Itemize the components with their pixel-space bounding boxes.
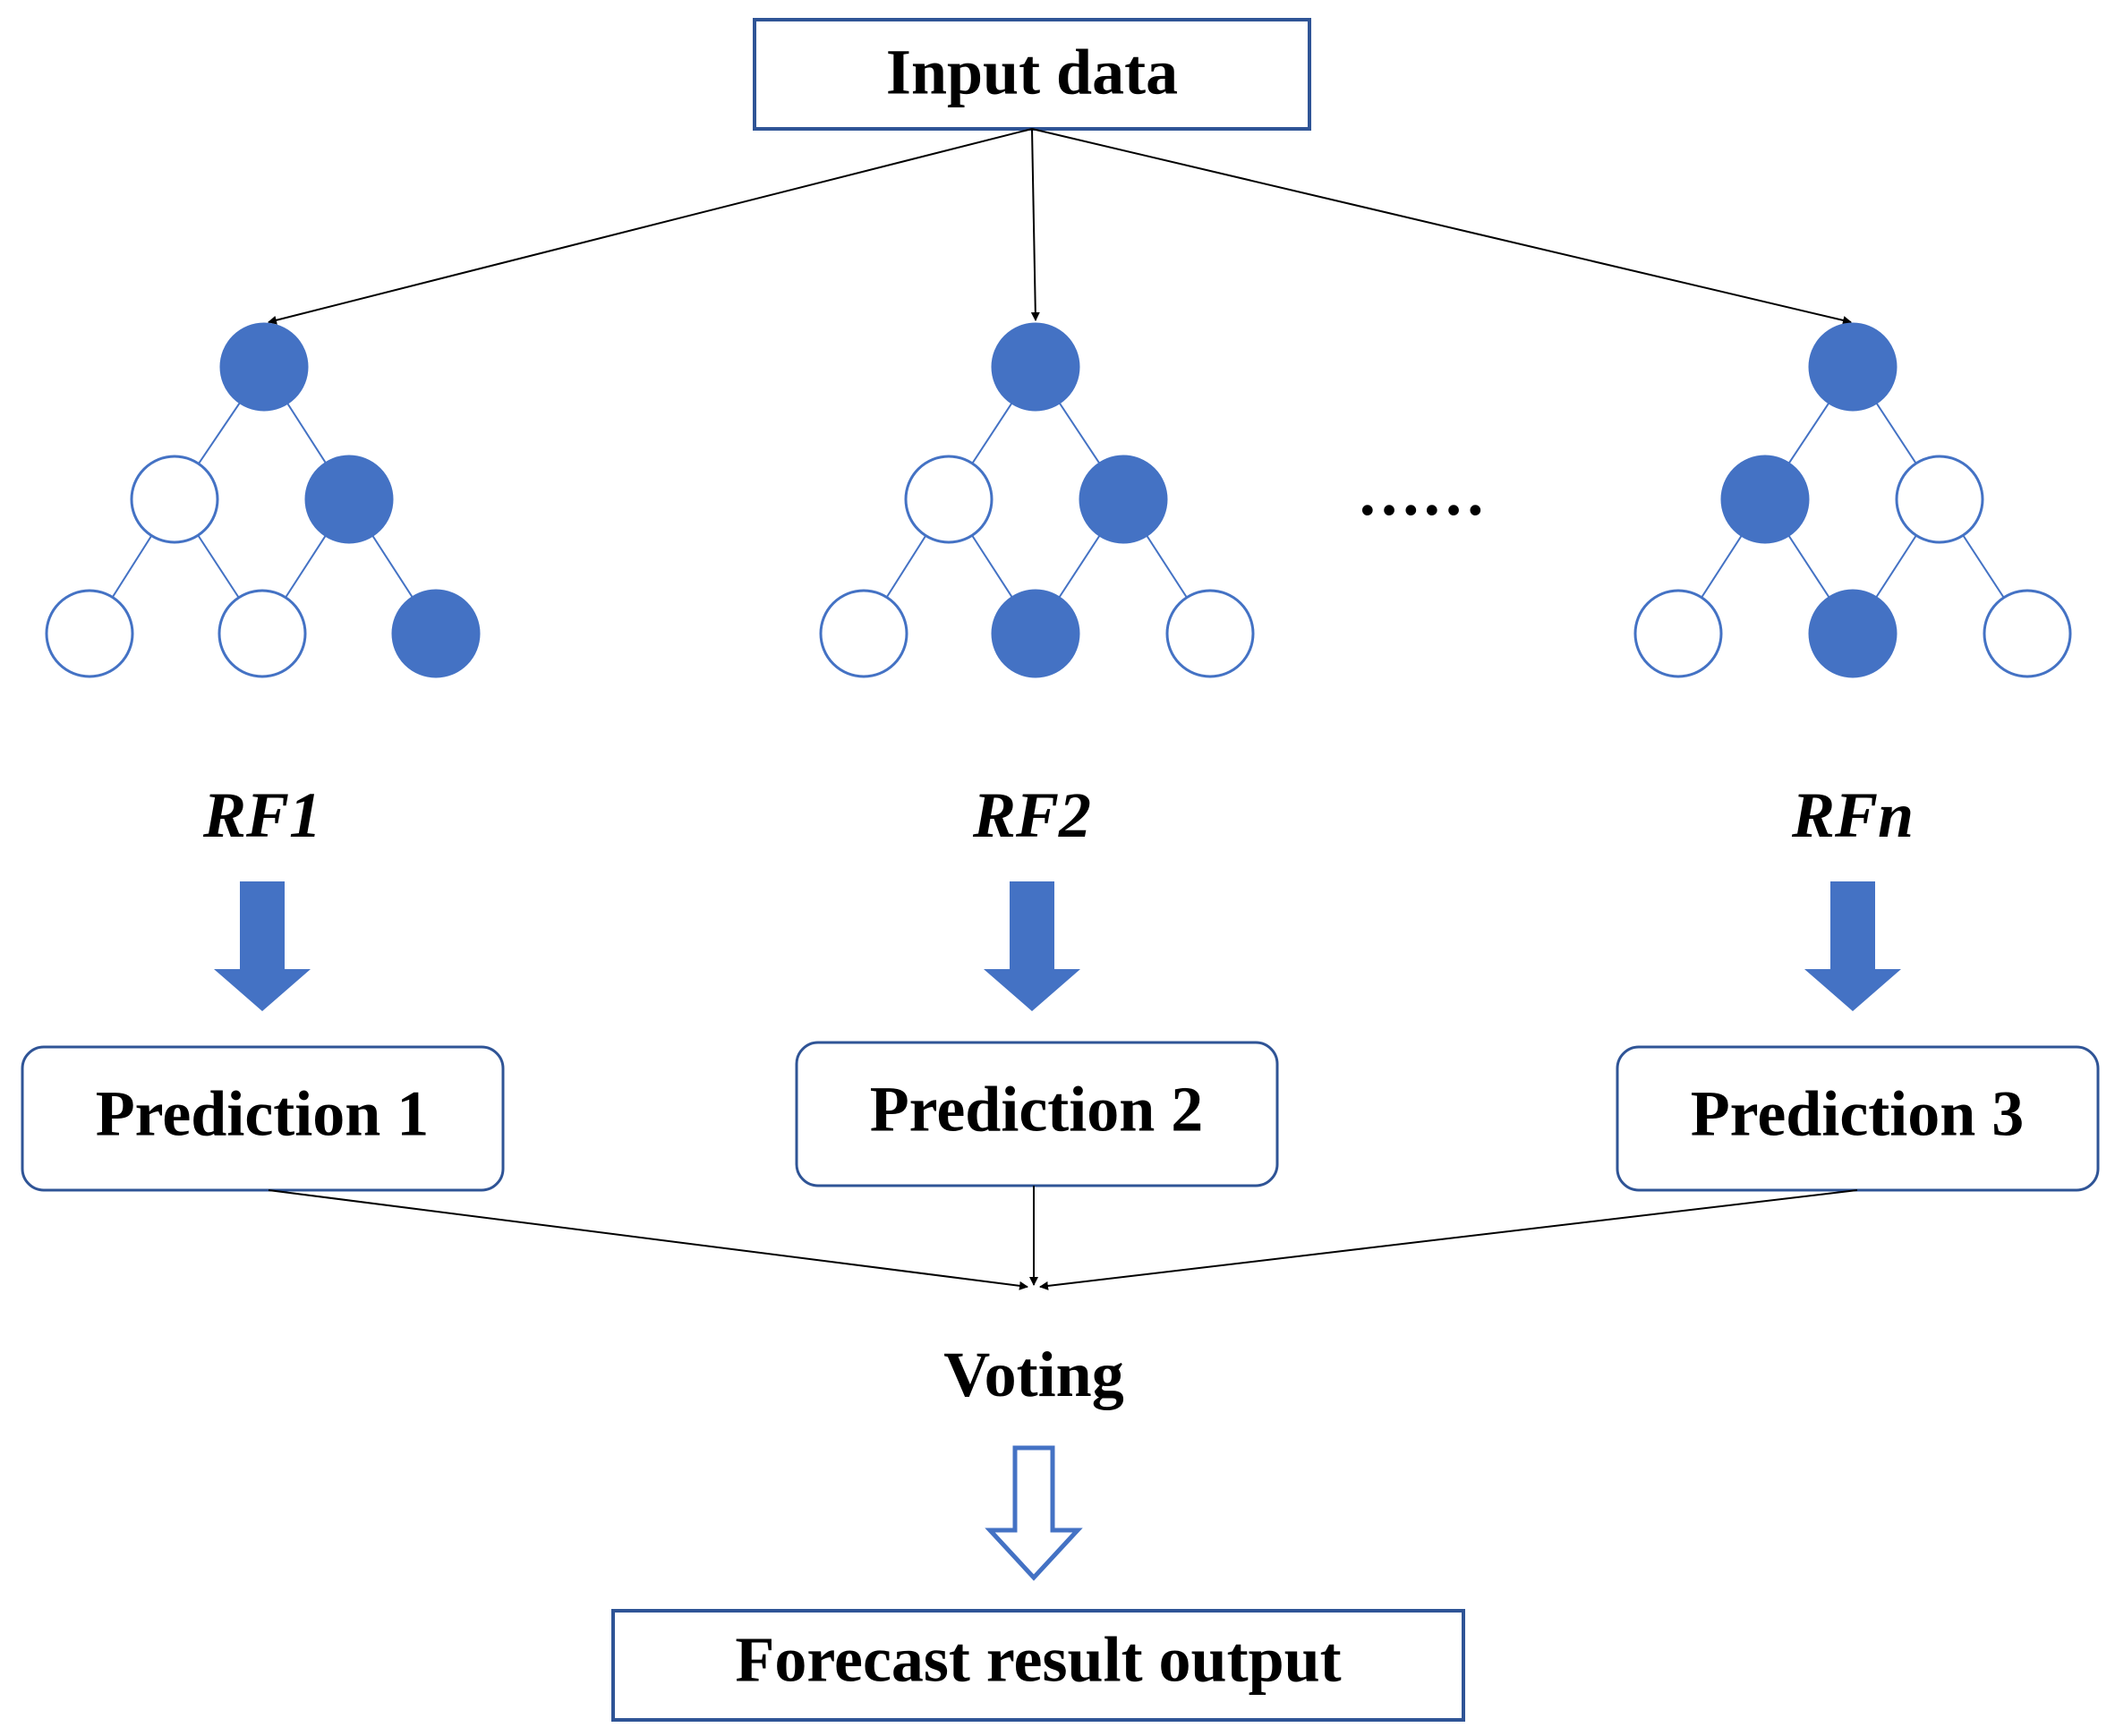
- prediction-label-1: Prediction 1: [96, 1078, 430, 1150]
- connector-pred1-voting: [268, 1189, 1028, 1290]
- tree-node-empty: [130, 455, 219, 544]
- ellipsis-text: ……: [1357, 457, 1486, 529]
- tree-node-filled: [991, 589, 1080, 678]
- input-connectors: [268, 128, 1852, 325]
- tree-node-filled: [1808, 589, 1898, 678]
- tree-label-rf2: RF2: [972, 779, 1091, 851]
- prediction-box-3: Prediction 3: [1616, 1045, 2100, 1192]
- connector-to-rfn: [1031, 128, 1852, 325]
- prediction-label-2: Prediction 2: [870, 1074, 1204, 1145]
- down-arrow-filled-icon: [984, 881, 1080, 1011]
- tree-node-filled: [391, 589, 481, 678]
- forecast-output-label: Forecast result output: [735, 1624, 1341, 1696]
- tree-label-rf1: RF1: [202, 779, 321, 851]
- tree-node-empty: [904, 455, 994, 544]
- tree-node-empty: [1633, 589, 1723, 678]
- tree-node-empty: [1983, 589, 2072, 678]
- connector-pred3-voting: [1039, 1189, 1858, 1290]
- tree-label-rfn: RFn: [1791, 779, 1914, 851]
- tree-node-empty: [1165, 589, 1255, 678]
- tree-node-filled: [304, 455, 394, 544]
- down-arrow-filled-icon: [1804, 881, 1901, 1011]
- input-data-box: Input data: [753, 18, 1311, 131]
- prediction-label-3: Prediction 3: [1691, 1078, 2025, 1150]
- prediction-box-1: Prediction 1: [21, 1045, 505, 1192]
- input-data-label: Input data: [886, 37, 1178, 108]
- forecast-output-box: Forecast result output: [611, 1609, 1465, 1722]
- tree-rfn: [1633, 322, 2072, 678]
- down-arrow-hollow-icon: [985, 1445, 1083, 1581]
- tree-node-empty: [217, 589, 307, 678]
- tree-node-empty: [1895, 455, 1984, 544]
- prediction-box-2: Prediction 2: [795, 1041, 1279, 1187]
- tree-node-empty: [819, 589, 908, 678]
- tree-node-filled: [219, 322, 309, 412]
- connector-to-rf2: [1030, 128, 1040, 321]
- voting-connectors: [268, 1186, 1858, 1290]
- tree-rf2: [819, 322, 1255, 678]
- tree-node-filled: [1808, 322, 1898, 412]
- voting-label: Voting: [943, 1339, 1123, 1410]
- connector-to-rf1: [268, 128, 1033, 325]
- tree-rf1: [45, 322, 481, 678]
- tree-node-filled: [1079, 455, 1168, 544]
- tree-node-filled: [991, 322, 1080, 412]
- tree-node-empty: [45, 589, 134, 678]
- tree-node-filled: [1720, 455, 1810, 544]
- down-arrow-filled-icon: [214, 881, 311, 1011]
